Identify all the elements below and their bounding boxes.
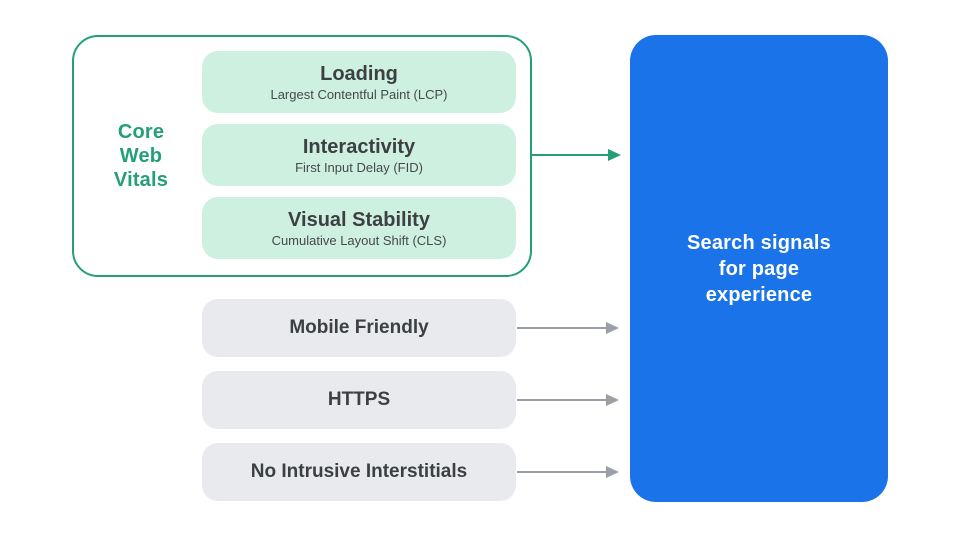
- pill-https: HTTPS: [202, 371, 516, 429]
- arrow-head-icon: [608, 149, 621, 161]
- pill-visual-stability-title: Visual Stability: [288, 208, 430, 231]
- arrow-no-intrusive-interstitials: [517, 465, 619, 479]
- arrow-core-web-vitals: [532, 148, 621, 162]
- core-web-vitals-group: [72, 35, 532, 277]
- core-web-vitals-label: Core Web Vitals: [113, 121, 169, 191]
- pill-loading-subtitle: Largest Contentful Paint (LCP): [270, 86, 448, 102]
- pill-interactivity-subtitle: First Input Delay (FID): [295, 159, 423, 175]
- pill-interactivity: Interactivity First Input Delay (FID): [202, 124, 516, 186]
- pill-https-label: HTTPS: [327, 389, 391, 410]
- pill-visual-stability-subtitle: Cumulative Layout Shift (CLS): [271, 232, 447, 248]
- pill-mobile-friendly-label: Mobile Friendly: [289, 317, 429, 338]
- pill-no-intrusive-interstitials-label: No Intrusive Interstitials: [250, 461, 468, 482]
- arrow-head-icon: [606, 466, 619, 478]
- pill-loading: Loading Largest Contentful Paint (LCP): [202, 51, 516, 113]
- pill-interactivity-title: Interactivity: [302, 135, 416, 158]
- pill-mobile-friendly: Mobile Friendly: [202, 299, 516, 357]
- search-signals-label: Search signals for page experience: [687, 231, 831, 306]
- arrow-line: [517, 326, 606, 330]
- arrow-mobile-friendly: [517, 321, 619, 335]
- pill-visual-stability: Visual Stability Cumulative Layout Shift…: [202, 197, 516, 259]
- arrow-line: [517, 398, 606, 402]
- search-signals-box: Search signals for page experience: [630, 35, 888, 502]
- pill-no-intrusive-interstitials: No Intrusive Interstitials: [202, 443, 516, 501]
- arrow-head-icon: [606, 394, 619, 406]
- arrow-line: [517, 470, 606, 474]
- arrow-line: [532, 153, 608, 157]
- pill-loading-title: Loading: [320, 62, 398, 85]
- arrow-head-icon: [606, 322, 619, 334]
- arrow-https: [517, 393, 619, 407]
